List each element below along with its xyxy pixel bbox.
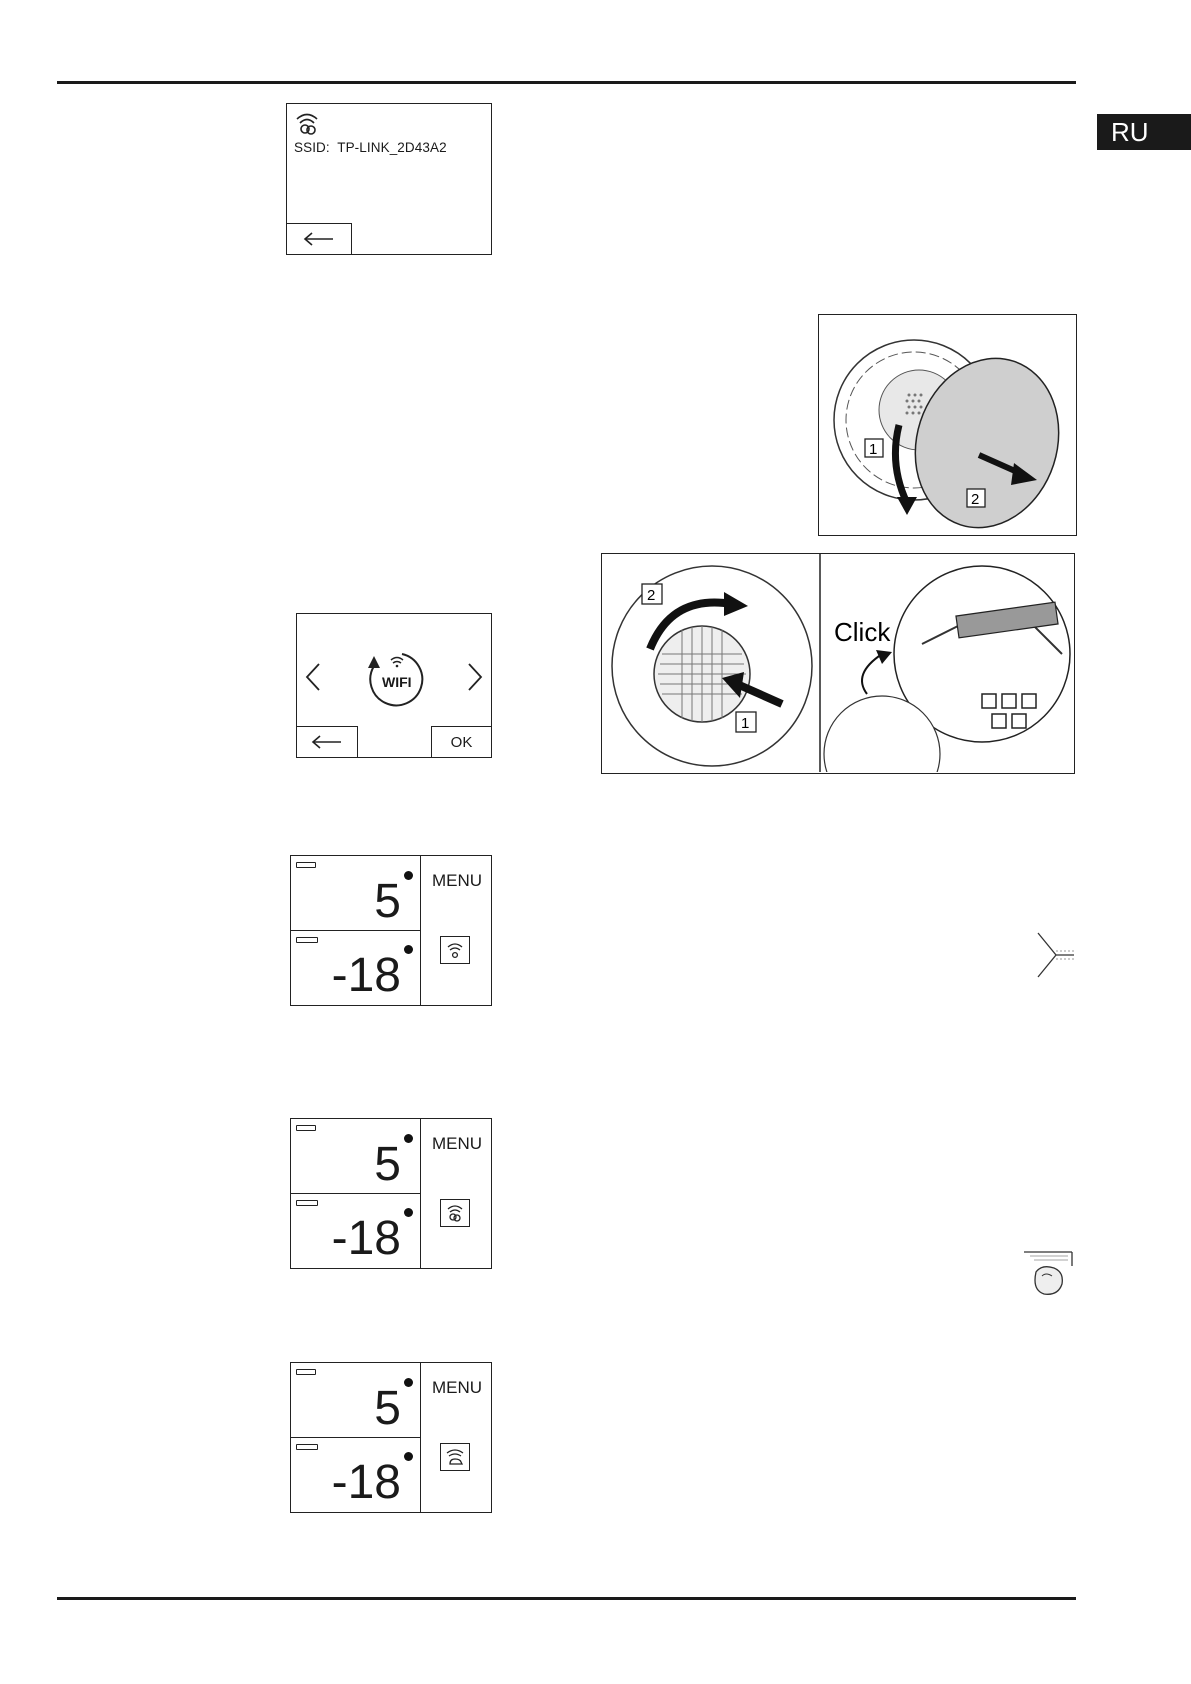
cleaning-hand-icon — [1024, 1251, 1073, 1295]
wifi-button[interactable] — [440, 1443, 470, 1471]
chevron-right-icon[interactable] — [465, 662, 485, 692]
wifi-connecting-icon — [447, 1205, 463, 1222]
ssid-value: TP-LINK_2D43A2 — [337, 140, 447, 155]
freezer-compartment-icon — [296, 1200, 318, 1206]
freezer-temperature: -18 — [331, 1212, 401, 1265]
temperature-divider — [291, 1437, 421, 1438]
wifi-cloud-icon — [446, 1449, 464, 1465]
step-1-label: 1 — [741, 715, 749, 732]
degree-dot — [404, 1134, 413, 1143]
step-1-label: 1 — [869, 441, 877, 458]
wifi-button[interactable] — [440, 936, 470, 964]
menu-button[interactable]: MENU — [431, 1134, 483, 1153]
click-label: Click — [834, 617, 891, 647]
wifi-button[interactable] — [440, 1199, 470, 1227]
temperature-divider — [291, 930, 421, 931]
fridge-compartment-icon — [296, 1125, 316, 1131]
degree-dot — [404, 1208, 413, 1217]
temperature-display-wifi-cloud: 5 -18 MENU — [290, 1362, 492, 1513]
freezer-compartment-icon — [296, 937, 318, 943]
step-2-label: 2 — [971, 491, 979, 508]
back-button[interactable] — [297, 726, 358, 757]
wifi-icon — [447, 943, 463, 959]
temperature-divider — [291, 1193, 421, 1194]
menu-button[interactable]: MENU — [431, 871, 483, 890]
freezer-temperature: -18 — [331, 1456, 401, 1509]
fridge-compartment-icon — [296, 862, 316, 868]
chevron-left-icon[interactable] — [303, 662, 323, 692]
fridge-compartment-icon — [296, 1369, 316, 1375]
temperature-display-wifi-connecting: 5 -18 MENU — [290, 1118, 492, 1269]
filter-install-illustration: 2 1 Click — [601, 553, 1075, 774]
degree-dot — [404, 1452, 413, 1461]
ok-button[interactable]: OK — [431, 726, 491, 757]
temperature-display-wifi: 5 -18 MENU — [290, 855, 492, 1006]
wifi-select-screen: WIFI OK — [296, 613, 492, 758]
ssid-label: SSID: — [294, 140, 330, 155]
menu-button[interactable]: MENU — [431, 1378, 483, 1397]
degree-dot — [404, 1378, 413, 1387]
degree-dot — [404, 871, 413, 880]
step-2-label: 2 — [647, 587, 655, 604]
language-tab: RU — [1097, 114, 1191, 150]
wifi-connecting-icon — [296, 113, 318, 135]
fridge-temperature: 5 — [374, 875, 401, 928]
back-button[interactable] — [287, 223, 352, 254]
wifi-setup-icon[interactable] — [360, 644, 430, 708]
back-arrow-icon — [303, 232, 333, 246]
fridge-temperature: 5 — [374, 1382, 401, 1435]
filter-removal-illustration: 1 2 — [818, 314, 1077, 536]
degree-dot — [404, 945, 413, 954]
wifi-info-screen: SSID: TP-LINK_2D43A2 — [286, 103, 492, 255]
filter-symbol-icon — [1037, 932, 1074, 978]
back-arrow-icon — [311, 735, 341, 749]
ssid-line: SSID: TP-LINK_2D43A2 — [294, 140, 447, 155]
top-rule — [57, 81, 1076, 84]
freezer-temperature: -18 — [331, 949, 401, 1002]
freezer-compartment-icon — [296, 1444, 318, 1450]
fridge-temperature: 5 — [374, 1138, 401, 1191]
bottom-rule — [57, 1597, 1076, 1600]
wifi-label: WIFI — [382, 674, 412, 690]
